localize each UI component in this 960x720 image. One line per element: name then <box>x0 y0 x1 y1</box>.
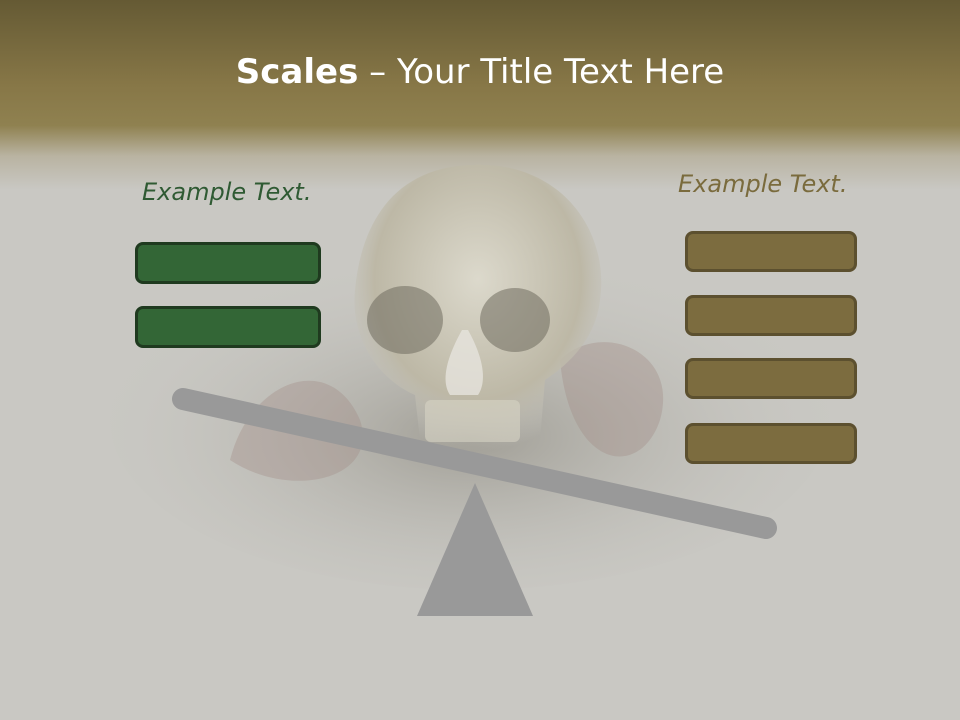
right-box-1 <box>685 231 857 272</box>
left-label: Example Text. <box>142 178 312 206</box>
fulcrum <box>417 483 533 616</box>
skull-teeth <box>425 400 520 442</box>
skull-shape <box>354 164 602 452</box>
title-rest: – Your Title Text Here <box>358 52 725 92</box>
left-box-1 <box>135 242 321 284</box>
right-box-3 <box>685 358 857 399</box>
header-band <box>0 0 960 190</box>
page-title: Scales – Your Title Text Here <box>0 52 960 92</box>
right-box-2 <box>685 295 857 336</box>
title-bold: Scales <box>235 52 359 92</box>
right-box-4 <box>685 423 857 464</box>
skull-eye-right <box>480 288 550 352</box>
right-label: Example Text. <box>678 170 848 198</box>
scale-plank <box>172 388 777 539</box>
skull-eye-left <box>367 286 443 354</box>
rose-right <box>560 342 664 457</box>
skull-nose <box>445 330 483 395</box>
left-box-2 <box>135 306 321 348</box>
